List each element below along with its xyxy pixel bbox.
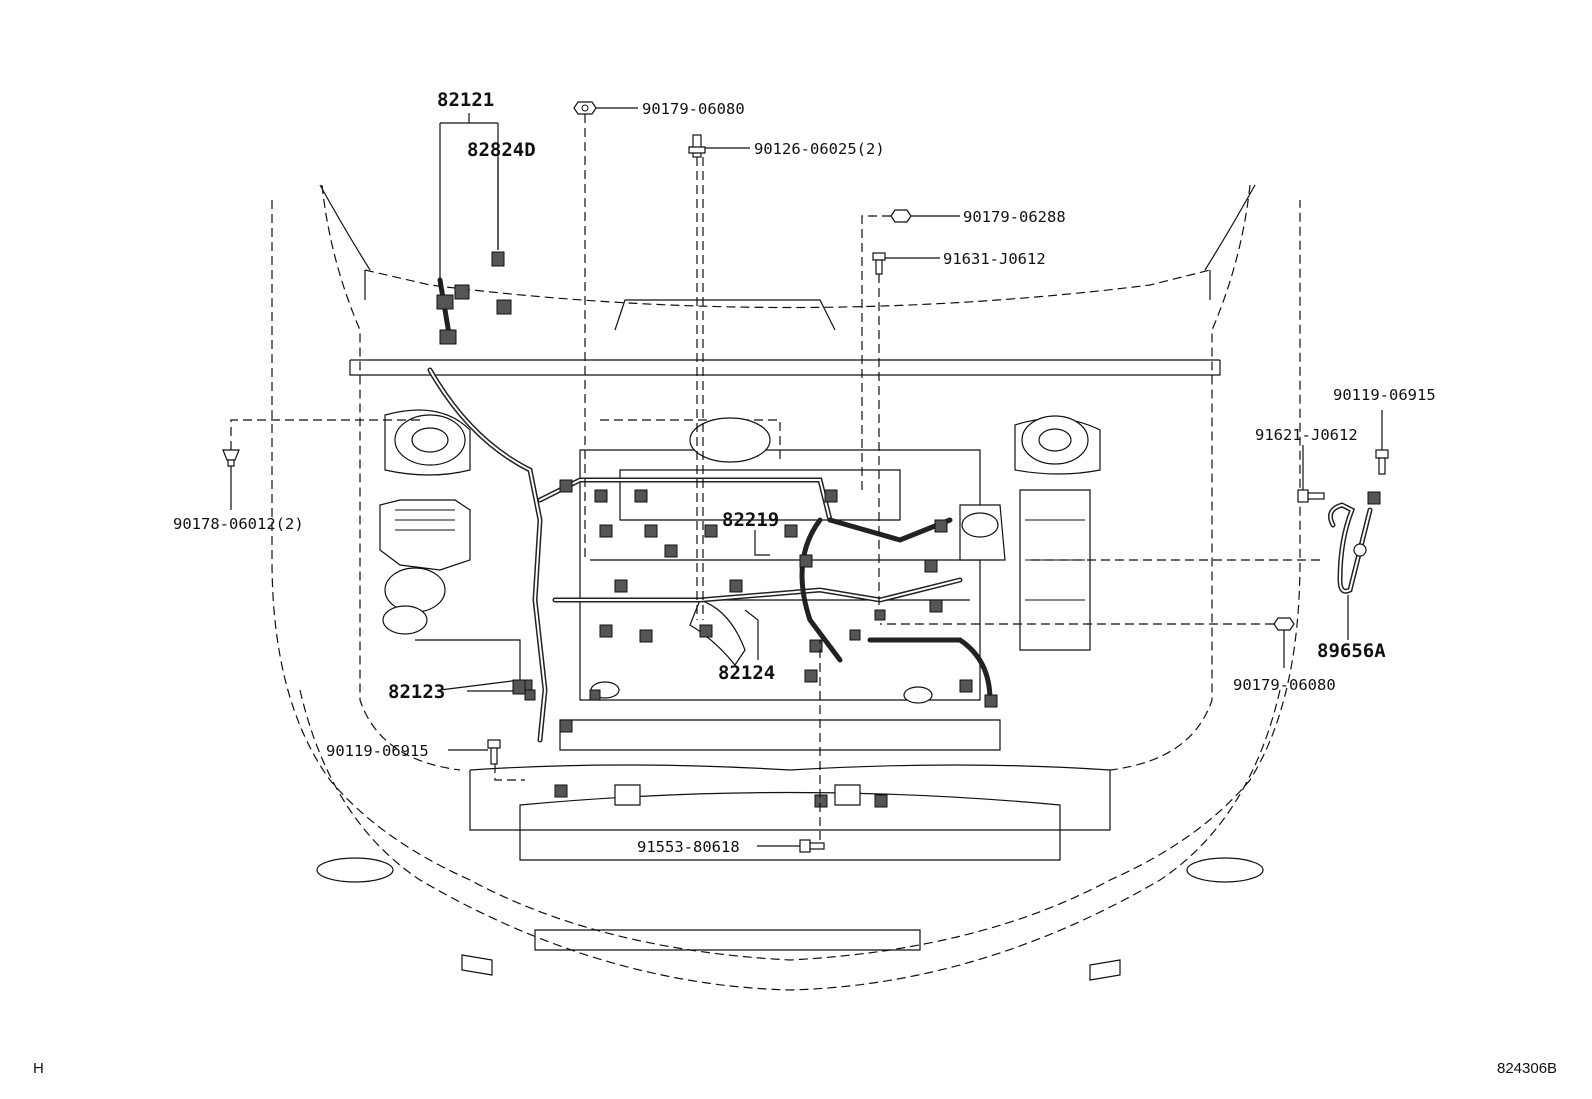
callout-82219: 82219 (722, 509, 779, 531)
callout-82824D: 82824D (467, 139, 536, 161)
callout-90126-06025: 90126-06025(2) (754, 140, 885, 158)
sensor-icon (512, 679, 536, 701)
nut-icon (573, 101, 597, 115)
nut-icon (890, 209, 912, 223)
callout-90179-06080-right: 90179-06080 (1233, 676, 1336, 694)
callout-91631-J0612: 91631-J0612 (943, 250, 1046, 268)
corner-mark: H (33, 1060, 44, 1077)
engine-bay-components (379, 414, 1111, 806)
callout-90178-06012: 90178-06012(2) (173, 515, 304, 533)
stud-bolt-icon (688, 134, 706, 158)
clip-icon (222, 449, 240, 467)
fastener-icons (222, 101, 1389, 853)
callout-90119-06915-right: 90119-06915 (1333, 386, 1436, 404)
callout-90179-06288: 90179-06288 (963, 208, 1066, 226)
part-callouts: 82121 82824D 90179-06080 90126-06025(2) … (173, 89, 1436, 856)
callout-82121: 82121 (437, 89, 494, 111)
bolt-icon (799, 839, 825, 853)
figure-code: 824306B (1497, 1060, 1557, 1077)
engine-wire-harness (427, 277, 993, 743)
callout-90119-06915-left: 90119-06915 (326, 742, 429, 760)
nut-icon (1273, 617, 1295, 631)
vehicle-body-outline (271, 184, 1301, 991)
callout-91621-J0612: 91621-J0612 (1255, 426, 1358, 444)
bolt-icon (487, 739, 501, 765)
bolt-icon (872, 252, 886, 275)
callout-90179-06080-top: 90179-06080 (642, 100, 745, 118)
bolt-icon (1297, 489, 1325, 503)
callout-82123: 82123 (388, 681, 445, 703)
callout-91553-80618: 91553-80618 (637, 838, 740, 856)
ground-wire-89656A (1328, 491, 1381, 594)
harness-connectors (436, 251, 998, 808)
leader-lines (230, 107, 1383, 847)
callout-82124: 82124 (718, 662, 775, 684)
bolt-icon (1375, 449, 1389, 475)
callout-89656A: 89656A (1317, 640, 1386, 662)
